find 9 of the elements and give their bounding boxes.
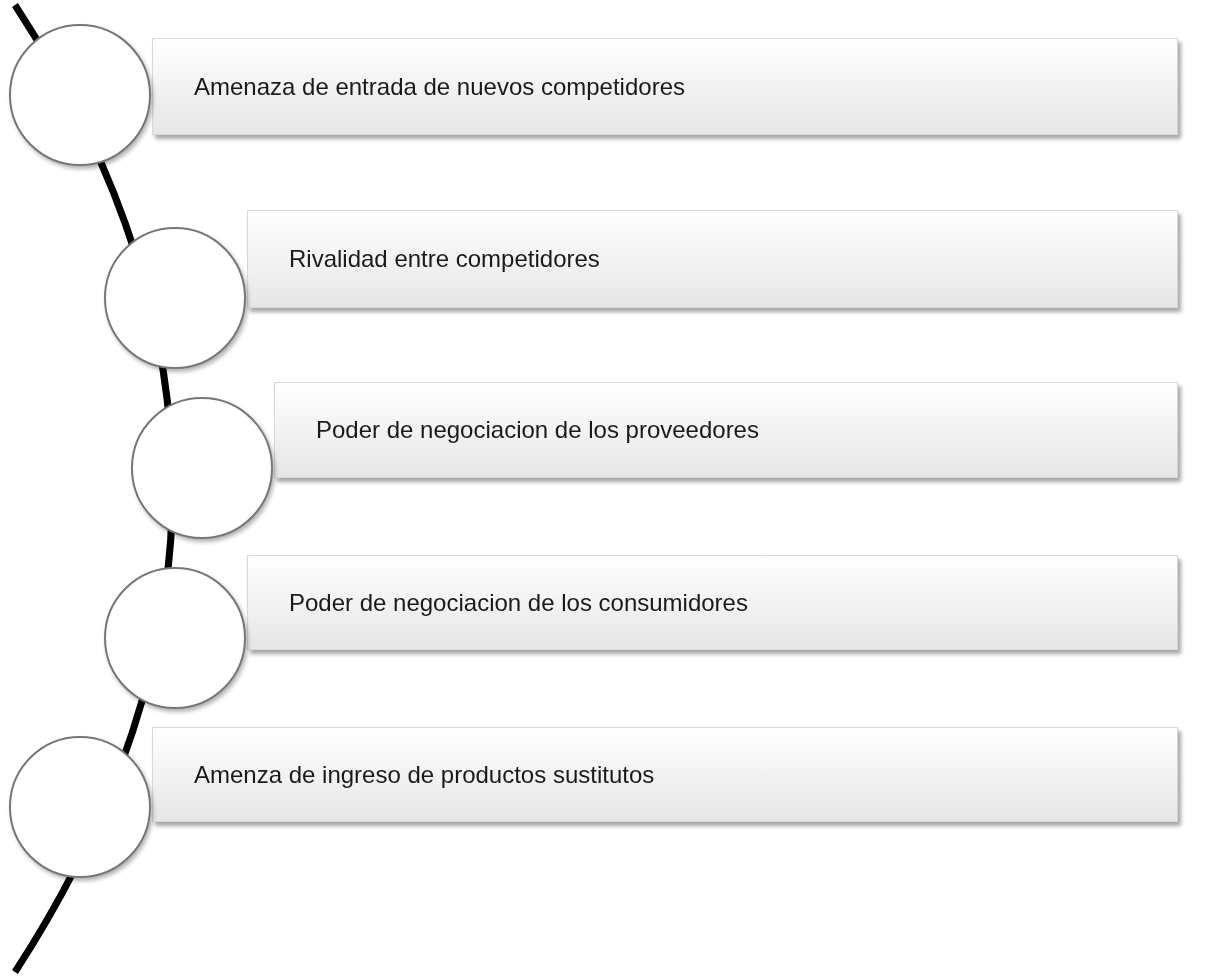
bar-text: Amenaza de entrada de nuevos competidores [194,72,685,101]
list-bar [152,727,1178,822]
bar-text: Poder de negociacion de los consumidores [289,588,748,617]
bar-text: Rivalidad entre competidores [289,245,600,273]
bar-text: Amenza de ingreso de productos sustitutos [194,760,655,789]
list-bar [247,210,1178,308]
list-bar [274,382,1178,478]
bar-text: Poder de negociacion de los proveedores [316,416,759,444]
list-bar [152,38,1178,135]
